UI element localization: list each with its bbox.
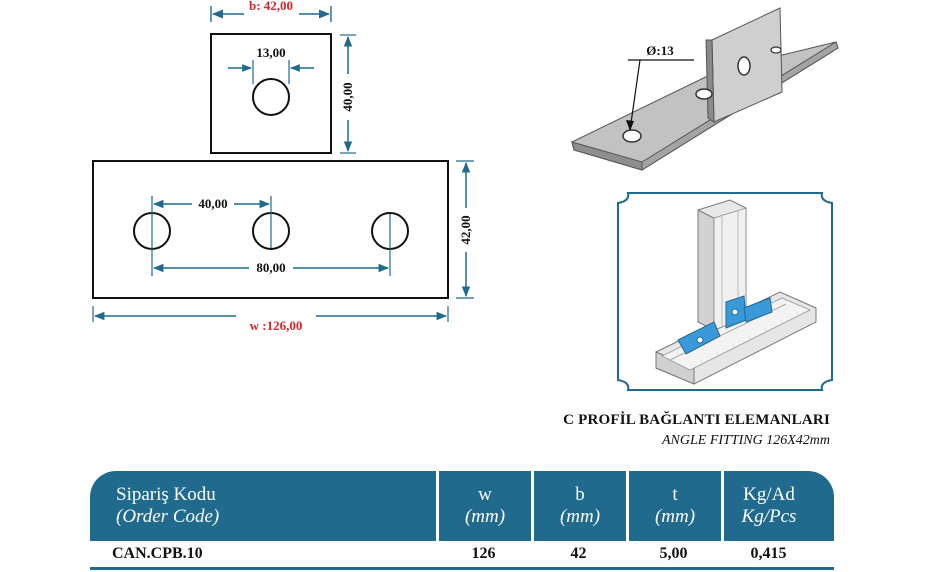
w-dimension: w :126,00 bbox=[92, 306, 449, 333]
table-row: CAN.CPB.10 126 42 5,00 0,415 bbox=[90, 541, 834, 570]
spec-table-header: Sipariş Kodu (Order Code) w (mm) b (mm) … bbox=[90, 471, 834, 541]
diameter-label: Ø:13 bbox=[646, 43, 674, 58]
caption-title-tr: C PROFİL BAĞLANTI ELEMANLARI bbox=[563, 412, 830, 428]
header-b: b (mm) bbox=[534, 471, 626, 541]
header-divider bbox=[436, 471, 439, 541]
spacing-dimension: 40,00 80,00 bbox=[151, 196, 391, 276]
header-order-code: Sipariş Kodu (Order Code) bbox=[90, 471, 436, 541]
base-height-dimension: 42,00 bbox=[456, 160, 474, 299]
header-kg: Kg/Ad Kg/Pcs bbox=[724, 471, 814, 541]
header-order-code-tr: Sipariş Kodu bbox=[116, 484, 216, 505]
header-w-tr: w bbox=[478, 484, 492, 505]
application-illustration bbox=[617, 192, 833, 391]
cell-w: 126 bbox=[471, 545, 496, 562]
header-divider bbox=[721, 471, 724, 541]
header-w-en: (mm) bbox=[464, 506, 506, 527]
header-t-tr: t bbox=[672, 484, 678, 505]
base-height-dimension-label: 42,00 bbox=[458, 215, 473, 244]
hole-dimension-label: 13,00 bbox=[256, 45, 285, 60]
w-dimension-label: w :126,00 bbox=[250, 318, 303, 333]
spacing-dimension-label: 40,00 bbox=[198, 196, 227, 211]
header-b-en: (mm) bbox=[559, 506, 601, 527]
cell-order-code: CAN.CPB.10 bbox=[112, 545, 203, 562]
upper-hole bbox=[252, 78, 290, 116]
caption-title-en: ANGLE FITTING 126X42mm bbox=[661, 433, 830, 448]
header-order-code-en: (Order Code) bbox=[116, 506, 220, 527]
span-dimension-label: 80,00 bbox=[256, 260, 285, 275]
header-b-tr: b bbox=[575, 484, 585, 505]
b-dimension: b: 42,00 bbox=[210, 0, 332, 22]
header-divider bbox=[531, 471, 534, 541]
cell-t: 5,00 bbox=[659, 545, 688, 562]
header-divider bbox=[626, 471, 629, 541]
header-t-en: (mm) bbox=[654, 506, 696, 527]
hole-dimension: 13,00 bbox=[228, 45, 314, 84]
height-dimension-label: 40,00 bbox=[340, 82, 355, 111]
header-kg-tr: Kg/Ad bbox=[743, 484, 795, 505]
header-w: w (mm) bbox=[439, 471, 531, 541]
height-dimension: 40,00 bbox=[340, 34, 356, 154]
cell-b: 42 bbox=[570, 545, 587, 562]
fitting-3d-view: Ø:13 bbox=[571, 7, 839, 171]
header-t: t (mm) bbox=[629, 471, 721, 541]
b-dimension-label: b: 42,00 bbox=[249, 0, 293, 13]
header-kg-en: Kg/Pcs bbox=[741, 506, 797, 527]
cell-kg: 0,415 bbox=[750, 545, 787, 562]
